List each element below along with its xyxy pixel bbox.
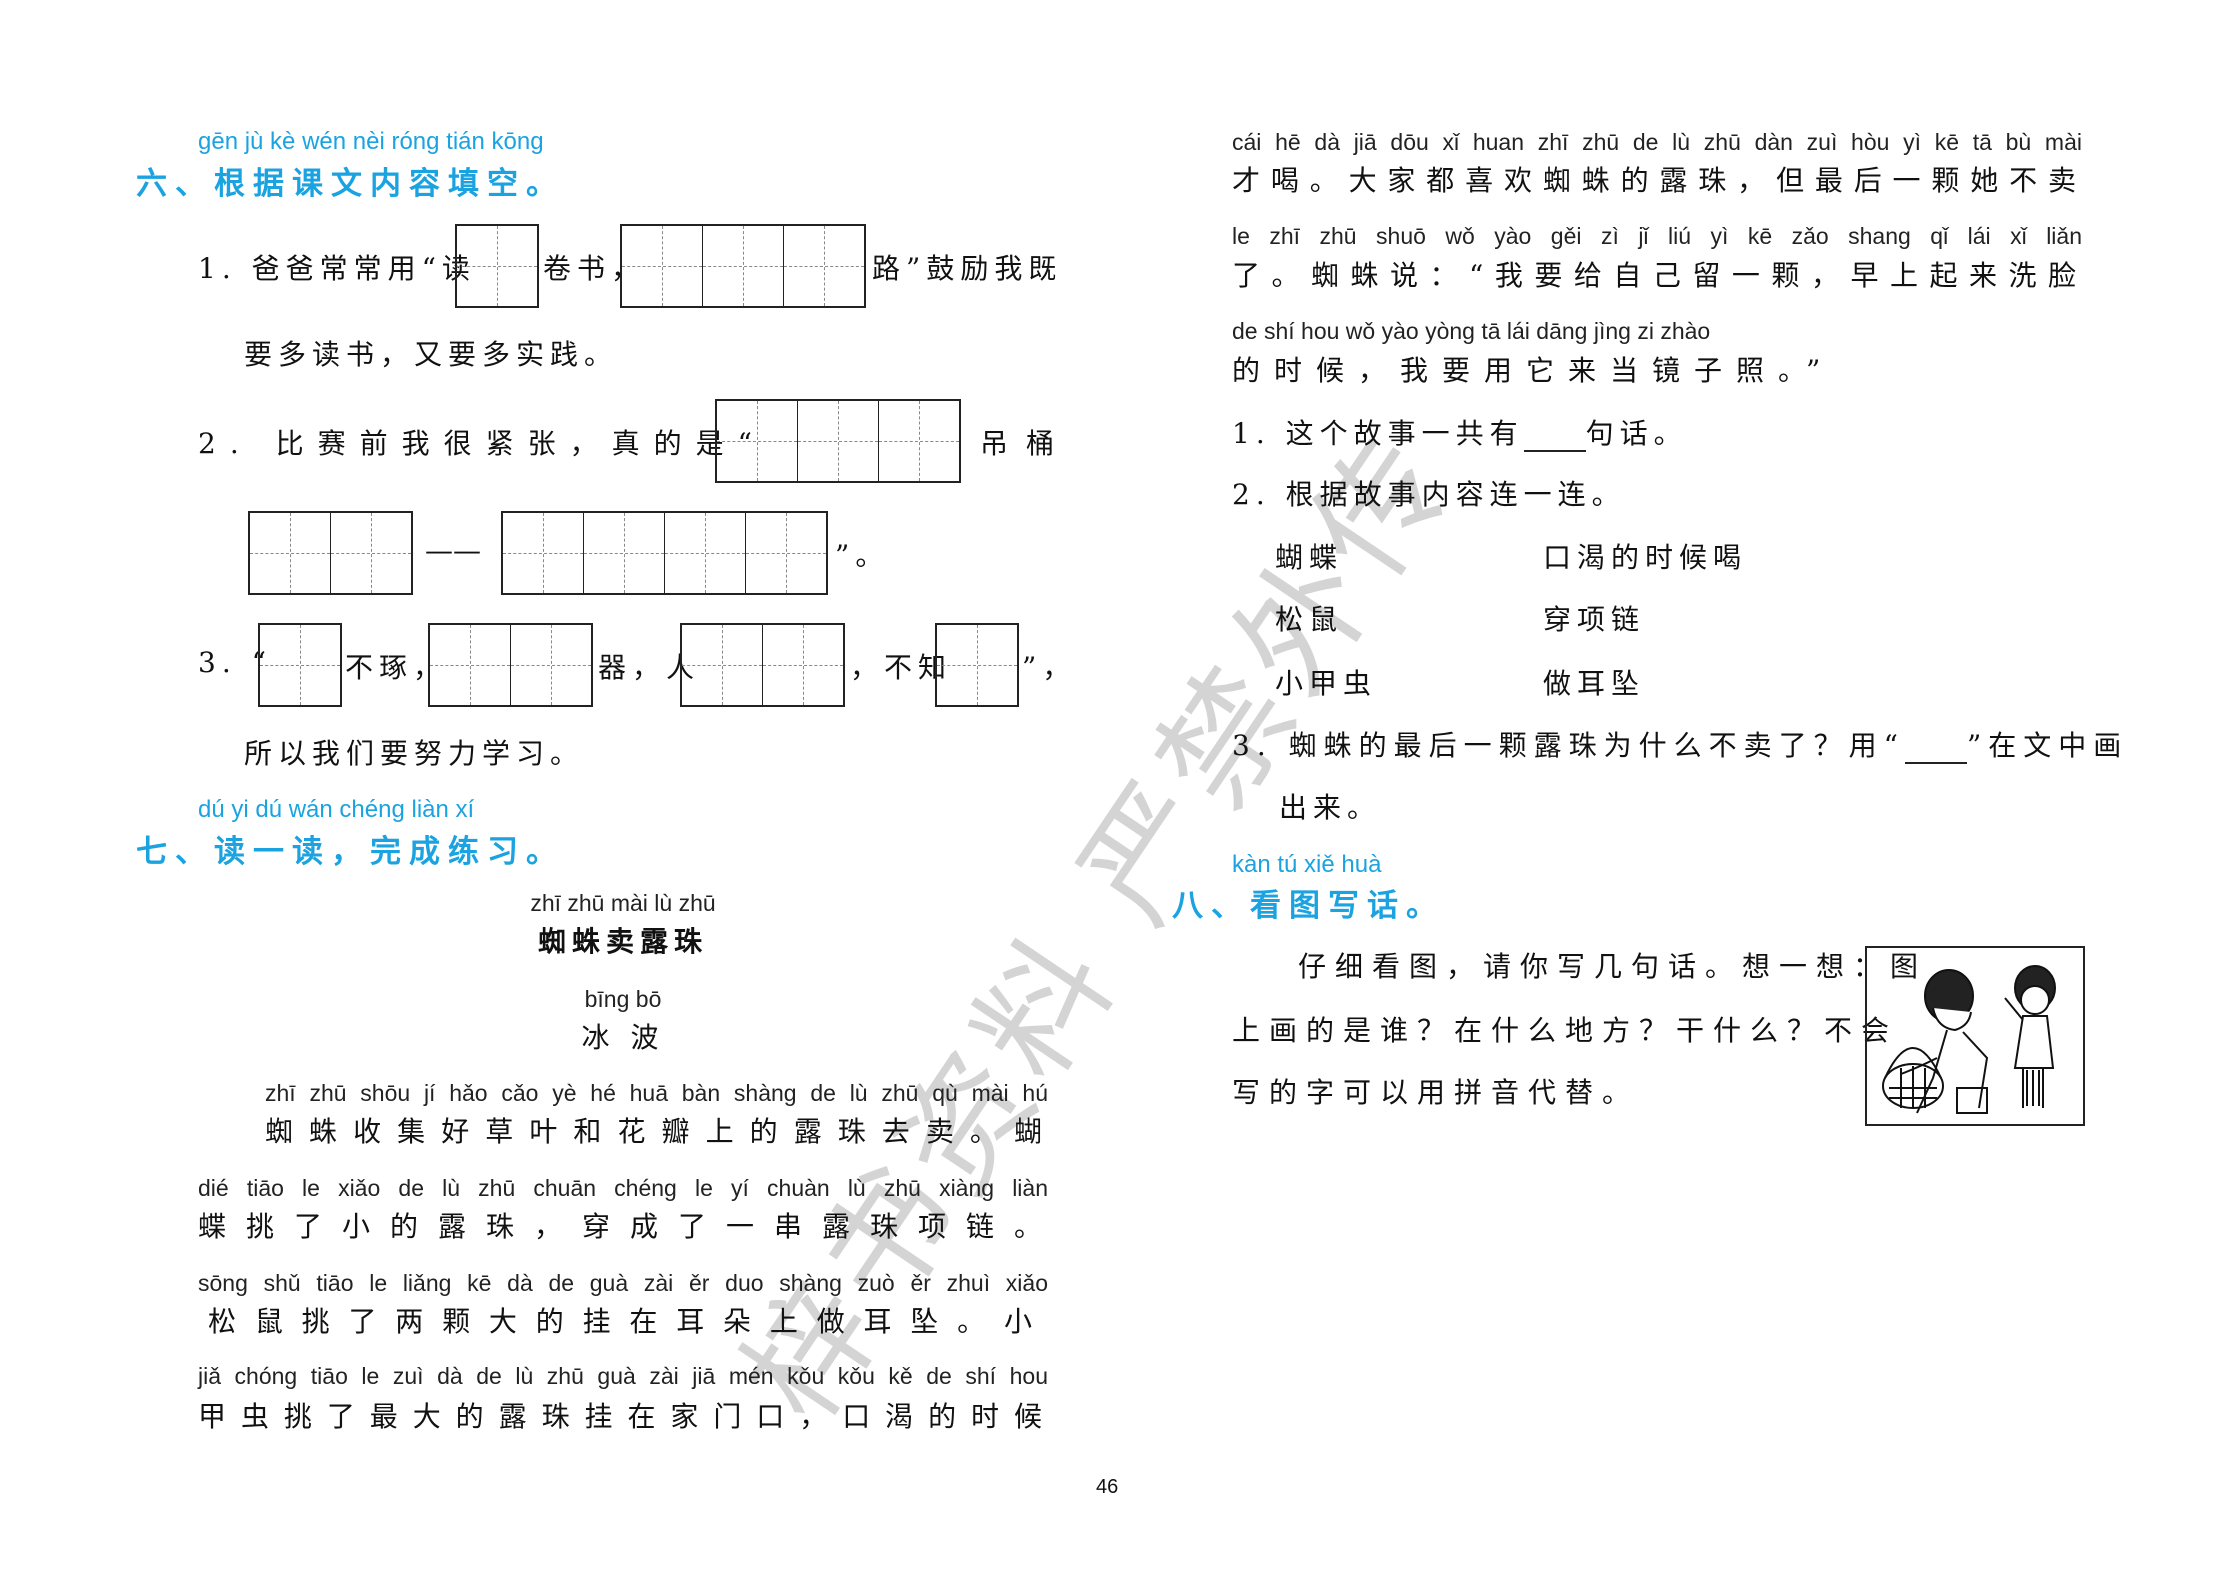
answer-grid[interactable] bbox=[258, 623, 342, 707]
author: 冰 波 bbox=[581, 1021, 665, 1054]
match-right-item[interactable]: 做耳坠 bbox=[1543, 667, 1646, 700]
q6-2-text-a: 2. 比赛前我很紧张，真的是“ bbox=[198, 427, 766, 460]
answer-grid[interactable] bbox=[428, 623, 593, 707]
section8-instruction-line: 上画的是谁？在什么地方？干什么？不会 bbox=[1232, 1014, 1899, 1047]
story-pinyin-line: dié tiāo le xiǎo de lù zhū chuān chéng l… bbox=[198, 1175, 1048, 1201]
story-pinyin-line: zhī zhū shōu jí hǎo cǎo yè hé huā bàn sh… bbox=[265, 1080, 1048, 1106]
author-pinyin: bīng bō bbox=[584, 986, 662, 1012]
section7-pinyin: dú yi dú wán chéng liàn xí bbox=[198, 796, 475, 823]
story-title-pinyin: zhī zhū mài lù zhū bbox=[530, 890, 716, 916]
answer-grid[interactable] bbox=[680, 623, 845, 707]
section8-instruction-line: 仔细看图，请你写几句话。想一想：图 bbox=[1298, 950, 1928, 983]
q6-3-line2: 所以我们要努力学习。 bbox=[244, 737, 585, 770]
answer-grid[interactable] bbox=[935, 623, 1019, 707]
answer-grid[interactable] bbox=[455, 224, 539, 308]
story-text-line: 了。蜘蛛说：“我要给自己留一颗，早上起来洗脸 bbox=[1232, 259, 2082, 292]
q7-3-line2: 出来。 bbox=[1279, 791, 1382, 824]
match-left-item[interactable]: 小甲虫 bbox=[1275, 667, 1378, 700]
story-pinyin-line: le zhī zhū shuō wǒ yào gěi zì jǐ liú yì … bbox=[1232, 223, 2082, 249]
answer-blank[interactable] bbox=[1904, 734, 1967, 764]
answer-grid[interactable] bbox=[620, 224, 866, 308]
q6-3-text-e: ”， bbox=[1022, 651, 1077, 684]
q6-1-text-c: 路”鼓励我既 bbox=[872, 252, 1063, 285]
answer-grid[interactable] bbox=[248, 511, 413, 595]
illustration-child-combing-grandma-hair bbox=[1865, 946, 2085, 1126]
q7-3-text-a: 3. 蜘蛛的最后一颗露珠为什么不卖了？用“ bbox=[1232, 729, 1905, 762]
story-text-line: 甲虫挑了最大的露珠挂在家门口，口渴的时候 bbox=[198, 1400, 1048, 1433]
story-pinyin-line: de shí hou wǒ yào yòng tā lái dāng jìng … bbox=[1232, 318, 1711, 344]
story-text-line: 蜘蛛收集好草叶和花瓣上的露珠去卖。蝴 bbox=[265, 1115, 1048, 1148]
match-left-item[interactable]: 松鼠 bbox=[1275, 603, 1344, 636]
q6-2-text-b: 吊桶 bbox=[980, 427, 1073, 460]
story-text-line: 蝶挑了小的露珠，穿成了一串露珠项链。 bbox=[198, 1210, 1048, 1243]
match-right-item[interactable]: 口渴的时候喝 bbox=[1543, 541, 1748, 574]
q6-3-text-a: 3. “ bbox=[198, 646, 272, 679]
section6-title: 六、根据课文内容填空。 bbox=[136, 166, 565, 202]
answer-blank[interactable] bbox=[1523, 422, 1586, 452]
q7-1: 1. 这个故事一共有 句话。 bbox=[1232, 412, 1688, 452]
section8-title: 八、看图写话。 bbox=[1172, 888, 1445, 924]
page-number: 46 bbox=[1096, 1476, 1119, 1498]
q7-1-text-a: 1. 这个故事一共有 bbox=[1232, 417, 1524, 450]
story-pinyin-line: jiǎ chóng tiāo le zuì dà de lù zhū guà z… bbox=[198, 1363, 1048, 1389]
q6-1-text-a: 1. 爸爸常常用“读 bbox=[198, 252, 476, 285]
q6-3-text-c: 器，人 bbox=[598, 651, 701, 684]
q7-2: 2. 根据故事内容连一连。 bbox=[1232, 478, 1626, 511]
q6-3-text-b: 不琢， bbox=[345, 651, 448, 684]
section6-pinyin: gēn jù kè wén nèi róng tián kōng bbox=[198, 128, 544, 155]
story-text-line: 松鼠挑了两颗大的挂在耳朵上做耳坠。小 bbox=[208, 1305, 1038, 1338]
match-left-item[interactable]: 蝴蝶 bbox=[1275, 541, 1344, 574]
section8-pinyin: kàn tú xiě huà bbox=[1232, 851, 1382, 878]
story-pinyin-line: sōng shǔ tiāo le liǎng kē dà de guà zài … bbox=[198, 1270, 1048, 1296]
q6-3-text-d: ，不知 bbox=[850, 651, 953, 684]
q7-3: 3. 蜘蛛的最后一颗露珠为什么不卖了？用“ ”在文中画 bbox=[1232, 724, 2128, 764]
q6-2-text-c: ”。 bbox=[835, 539, 890, 572]
section7-title: 七、读一读，完成练习。 bbox=[136, 834, 565, 870]
q7-3-text-b: ”在文中画 bbox=[1966, 729, 2129, 762]
answer-grid[interactable] bbox=[501, 511, 828, 595]
story-text-line: 才喝。大家都喜欢蜘蛛的露珠，但最后一颗她不卖 bbox=[1232, 164, 2082, 197]
story-pinyin-line: cái hē dà jiā dōu xǐ huan zhī zhū de lù … bbox=[1232, 129, 2082, 155]
match-right-item[interactable]: 穿项链 bbox=[1543, 603, 1646, 636]
section8-instruction-line: 写的字可以用拼音代替。 bbox=[1232, 1076, 1640, 1109]
q6-1-line2: 要多读书，又要多实践。 bbox=[244, 338, 619, 371]
story-title: 蜘蛛卖露珠 bbox=[537, 925, 708, 958]
story-text-line: 的时候，我要用它来当镜子照。” bbox=[1232, 354, 1835, 387]
answer-grid[interactable] bbox=[715, 399, 961, 483]
q7-1-text-b: 句话。 bbox=[1585, 417, 1688, 450]
q6-2-dash: —— bbox=[425, 534, 481, 567]
q6-1-text-b: 卷书， bbox=[543, 252, 646, 285]
